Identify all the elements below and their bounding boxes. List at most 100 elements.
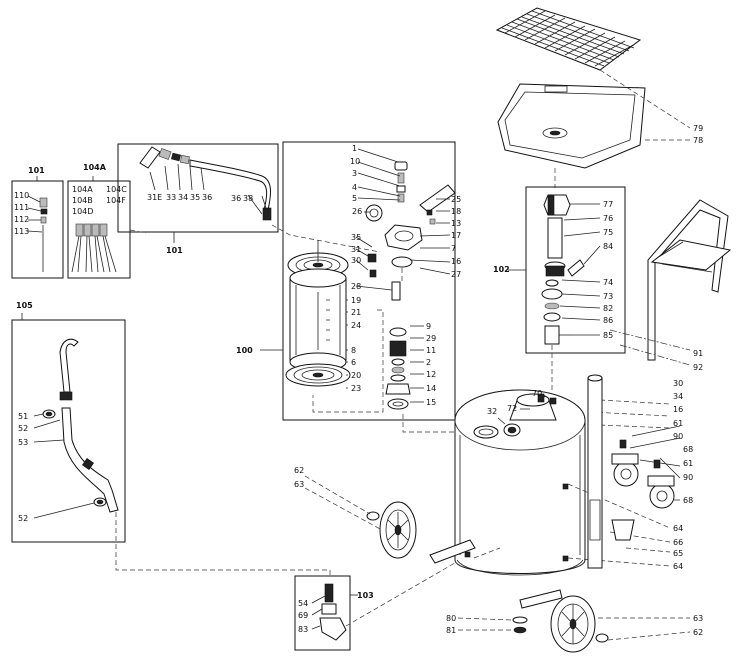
wheel-leaders bbox=[304, 475, 691, 641]
part-label: 33 bbox=[166, 193, 176, 202]
part-label: 31 bbox=[351, 245, 361, 254]
part-label: 86 bbox=[603, 316, 613, 325]
part-label: 36 bbox=[231, 194, 241, 203]
part-label: 1 bbox=[352, 144, 357, 153]
part-label: 78 bbox=[693, 136, 703, 145]
drain-valve bbox=[311, 583, 347, 641]
part-label: 15 bbox=[426, 398, 436, 407]
part-label: 8 bbox=[351, 346, 356, 355]
part-label: 20 bbox=[351, 371, 361, 380]
part-label: 19 bbox=[351, 296, 361, 305]
part-label: 112 bbox=[14, 215, 29, 224]
group-label-103: 103 bbox=[357, 591, 374, 600]
part-label: 81 bbox=[446, 626, 456, 635]
part-label: 68 bbox=[683, 445, 693, 454]
part-label: 110 bbox=[14, 191, 29, 200]
part-label: 61 bbox=[683, 459, 693, 468]
part-label: 62 bbox=[693, 628, 703, 637]
part-label: 32 bbox=[487, 407, 497, 416]
box-105-leaders bbox=[33, 413, 331, 578]
part-label: 18 bbox=[451, 207, 461, 216]
box-104a bbox=[67, 180, 131, 279]
part-label: 17 bbox=[451, 231, 461, 240]
part-label: 83 bbox=[298, 625, 308, 634]
part-label: 2 bbox=[426, 358, 431, 367]
part-label: 79 bbox=[693, 124, 703, 133]
canister-assembly bbox=[285, 240, 351, 387]
part-label: 36 bbox=[202, 193, 212, 202]
box-100 bbox=[282, 141, 456, 421]
part-label: 31E bbox=[147, 193, 162, 202]
wash-tray bbox=[497, 83, 646, 169]
box-101 bbox=[117, 143, 279, 233]
part-label: 21 bbox=[351, 308, 361, 317]
box-104a-nozzles bbox=[71, 223, 117, 273]
part-label: 27 bbox=[451, 270, 461, 279]
part-label: 25 bbox=[451, 195, 461, 204]
part-label: 64 bbox=[673, 562, 683, 571]
group-label-101: 101 bbox=[166, 246, 183, 255]
group-label-104: 101 bbox=[28, 166, 45, 175]
mesh-screen bbox=[495, 7, 642, 71]
part-label: 65 bbox=[673, 549, 683, 558]
part-label: 23 bbox=[351, 384, 361, 393]
part-label: 68 bbox=[683, 496, 693, 505]
part-label: 72 bbox=[507, 404, 517, 413]
part-label: 35 bbox=[351, 233, 361, 242]
rear-wheels bbox=[366, 501, 609, 653]
part-label: 53 bbox=[18, 438, 28, 447]
part-label: 69 bbox=[298, 611, 308, 620]
part-label: 5 bbox=[352, 194, 357, 203]
part-label: 7 bbox=[451, 244, 456, 253]
part-label: 54 bbox=[298, 599, 308, 608]
part-label: 12 bbox=[426, 370, 436, 379]
part-label: 10 bbox=[350, 157, 360, 166]
part-label: 34 bbox=[178, 193, 188, 202]
part-label: 77 bbox=[603, 200, 613, 209]
main-tank bbox=[454, 389, 586, 576]
part-label: 70 bbox=[532, 389, 542, 398]
part-label: 104D bbox=[72, 207, 93, 216]
part-label: 90 bbox=[683, 473, 693, 482]
valve-column bbox=[541, 194, 585, 345]
part-label: 30 bbox=[351, 256, 361, 265]
part-label: 34 bbox=[673, 392, 683, 401]
part-label: 64 bbox=[673, 524, 683, 533]
part-label: 104F bbox=[106, 196, 126, 205]
part-label: 61 bbox=[673, 419, 683, 428]
part-label: 29 bbox=[426, 334, 436, 343]
part-label: 90 bbox=[673, 432, 683, 441]
group-label-105: 105 bbox=[16, 301, 33, 310]
part-label: 85 bbox=[603, 331, 613, 340]
group-label-100: 100 bbox=[236, 346, 253, 355]
part-label: 73 bbox=[603, 292, 613, 301]
part-label: 24 bbox=[351, 321, 361, 330]
part-label: 6 bbox=[351, 358, 356, 367]
part-label: 26 bbox=[352, 207, 362, 216]
part-label: 80 bbox=[446, 614, 456, 623]
drain-hose bbox=[42, 338, 119, 513]
part-label: 16 bbox=[673, 405, 683, 414]
box-100-leaders bbox=[312, 148, 521, 433]
part-label: 52 bbox=[18, 424, 28, 433]
part-label: 28 bbox=[351, 282, 361, 291]
part-label: 92 bbox=[693, 363, 703, 372]
part-label: 30 bbox=[673, 379, 683, 388]
part-label: 82 bbox=[603, 304, 613, 313]
caster-wheels bbox=[611, 425, 681, 541]
part-label: 63 bbox=[693, 614, 703, 623]
part-label: 13 bbox=[451, 219, 461, 228]
part-label: 62 bbox=[294, 466, 304, 475]
part-label: 75 bbox=[603, 228, 613, 237]
box-105 bbox=[11, 319, 126, 543]
box-103 bbox=[294, 575, 351, 651]
part-label: 51 bbox=[18, 412, 28, 421]
box-104-parts bbox=[27, 195, 48, 272]
spray-gun-assembly bbox=[139, 146, 272, 221]
valve-stack bbox=[365, 161, 456, 410]
part-label: 104C bbox=[106, 185, 127, 194]
box-102-leaders bbox=[551, 203, 601, 390]
part-label: 9 bbox=[426, 322, 431, 331]
part-label: 91 bbox=[693, 349, 703, 358]
